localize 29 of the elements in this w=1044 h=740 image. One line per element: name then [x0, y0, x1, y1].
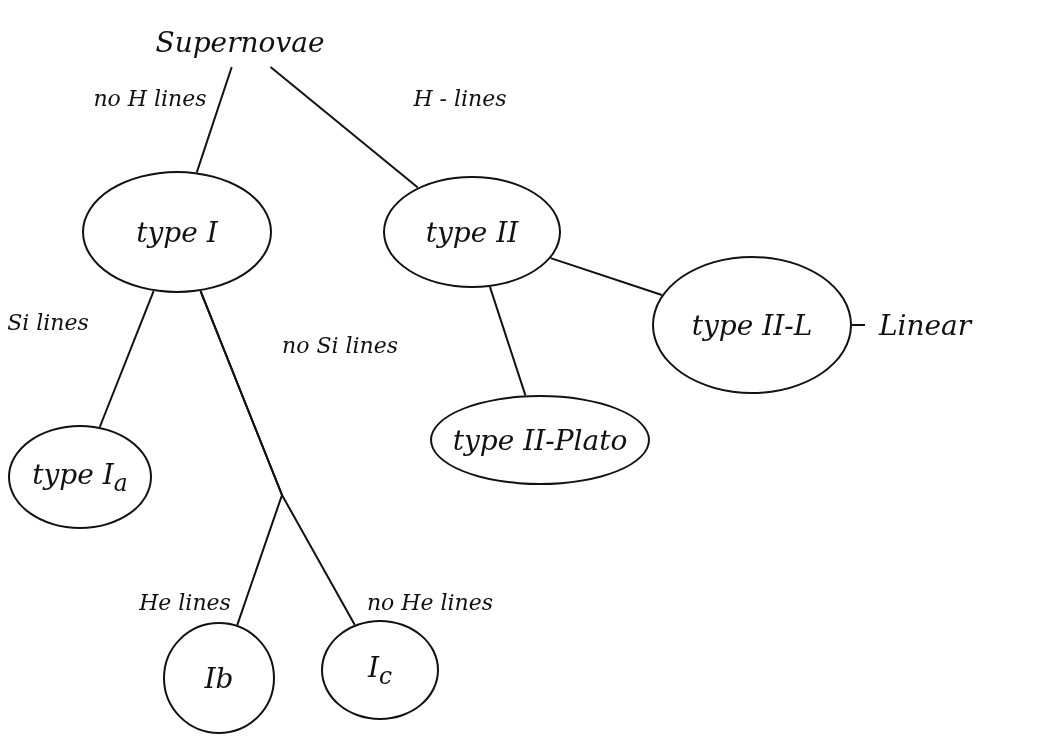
edge-label: no H lines	[93, 85, 207, 111]
node-label: type II-L	[691, 308, 813, 342]
branch-line	[269, 66, 419, 189]
node-label: I$_{c}$	[367, 650, 393, 690]
branch-line	[199, 290, 356, 626]
type-ellipse	[8, 425, 152, 529]
category-text: Linear	[878, 308, 972, 342]
edge-label: H - lines	[413, 85, 507, 111]
type-ellipse	[163, 622, 275, 734]
branch-note: no Si lines	[281, 332, 399, 358]
title-text: Supernovae	[155, 25, 325, 59]
branch-line	[488, 285, 527, 397]
edge-label: no He lines	[366, 589, 494, 615]
branch-line	[851, 324, 866, 326]
node-label: type I	[136, 215, 218, 249]
node-label: type II-Plato	[452, 423, 628, 457]
type-ellipse	[82, 171, 272, 293]
type-ellipse	[383, 176, 561, 288]
edge-label: Si lines	[7, 309, 89, 335]
node-label: type I$_{a}$	[32, 457, 128, 497]
node-label: type II	[425, 215, 519, 249]
type-ellipse	[652, 256, 852, 394]
type-ellipse	[430, 395, 650, 485]
branch-line	[195, 66, 233, 174]
edge-label: He lines	[139, 589, 231, 615]
node-label: Ib	[204, 661, 234, 695]
type-ellipse	[321, 620, 439, 720]
branch-line	[549, 257, 663, 297]
branch-line	[98, 290, 155, 428]
